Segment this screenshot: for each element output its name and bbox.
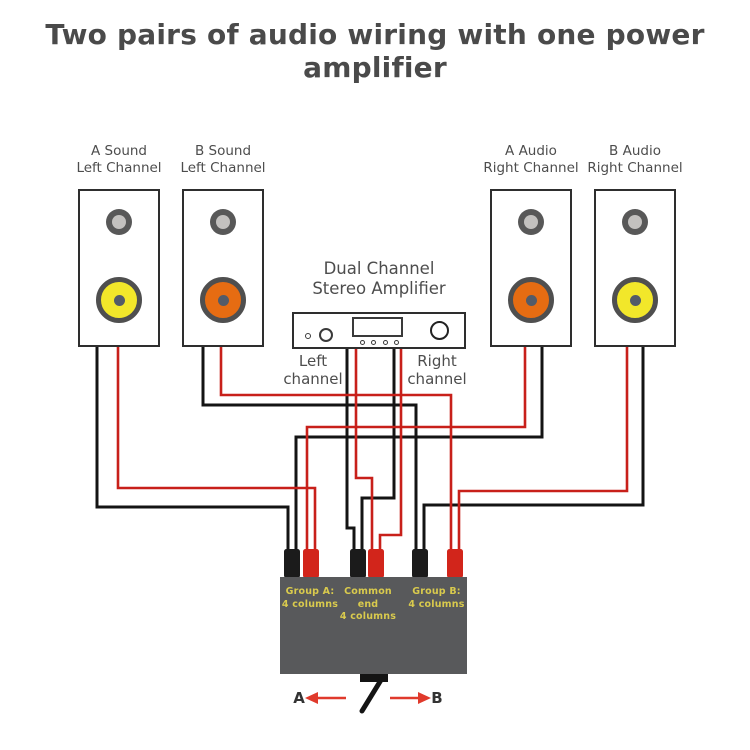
wire-speaker-b-right-red [457,344,629,560]
speaker-a-right-label: A Audio Right Channel [483,143,579,176]
volume-knob-icon [430,321,449,340]
tweeter-dome-icon [524,215,538,229]
diagram-title: Two pairs of audio wiring with one power… [45,18,705,84]
common-red-terminal [368,549,384,578]
wire-speaker-a-left-black [95,344,290,560]
tweeter-dome-icon [216,215,230,229]
group-a-black-terminal [284,549,300,578]
tweeter-icon [210,209,236,235]
wire-speaker-b-right-black [422,344,645,560]
group-a-red-terminal [303,549,319,578]
woofer-icon [200,277,246,323]
woofer-icon [96,277,142,323]
right-channel-label: Right channel [407,352,467,388]
position-a-label: A [293,689,305,707]
amplifier-label: Dual Channel Stereo Amplifier [312,259,446,298]
amp-port-icon [394,340,399,345]
group-b-red-terminal [447,549,463,578]
tweeter-dome-icon [112,215,126,229]
switch-lever-icon [359,677,384,714]
power-led-icon [305,333,311,339]
wire-speaker-a-right-red [305,344,527,560]
amp-port-icon [360,340,365,345]
arrow-left-icon [305,692,318,704]
speaker-selector-box: Group A: 4 columns Common end 4 columns … [280,577,467,674]
tweeter-icon [106,209,132,235]
wire-amp-right-black [360,346,396,560]
wire-amp-left-red [354,346,374,560]
amp-port-icon [371,340,376,345]
common-black-terminal [350,549,366,578]
arrow-right-icon [418,692,431,704]
terminals-layer [284,549,463,578]
left-channel-label: Left channel [283,352,343,388]
wire-speaker-b-left-black [201,344,418,560]
wire-speaker-a-left-red [116,344,317,560]
group-b-black-terminal [412,549,428,578]
wire-amp-left-black [345,346,356,560]
tweeter-icon [622,209,648,235]
speaker-a-left [78,189,160,347]
woofer-icon [508,277,554,323]
woofer-dustcap-icon [525,294,537,306]
amp-port-icon [383,340,388,345]
wire-speaker-a-right-black [294,344,544,560]
wire-speaker-b-left-red [219,344,453,560]
woofer-icon [612,277,658,323]
amp-display [352,317,403,337]
tweeter-icon [518,209,544,235]
wires-layer [95,344,645,560]
amplifier [292,312,466,349]
group-b-label: Group B: 4 columns [408,586,465,610]
group-a-label: Group A: 4 columns [281,586,339,610]
speaker-b-right-label: B Audio Right Channel [587,143,683,176]
speaker-b-left-label: B Sound Left Channel [180,143,266,176]
tweeter-dome-icon [628,215,642,229]
speaker-a-left-label: A Sound Left Channel [76,143,162,176]
switch-base [360,673,388,682]
position-b-label: B [431,689,443,707]
wire-amp-right-red [378,346,403,560]
woofer-dustcap-icon [629,294,641,306]
speaker-b-right [594,189,676,347]
speaker-a-right [490,189,572,347]
common-end-label: Common end 4 columns [339,586,397,622]
speaker-b-left [182,189,264,347]
input-knob-icon [319,328,333,342]
woofer-dustcap-icon [113,294,125,306]
woofer-dustcap-icon [217,294,229,306]
